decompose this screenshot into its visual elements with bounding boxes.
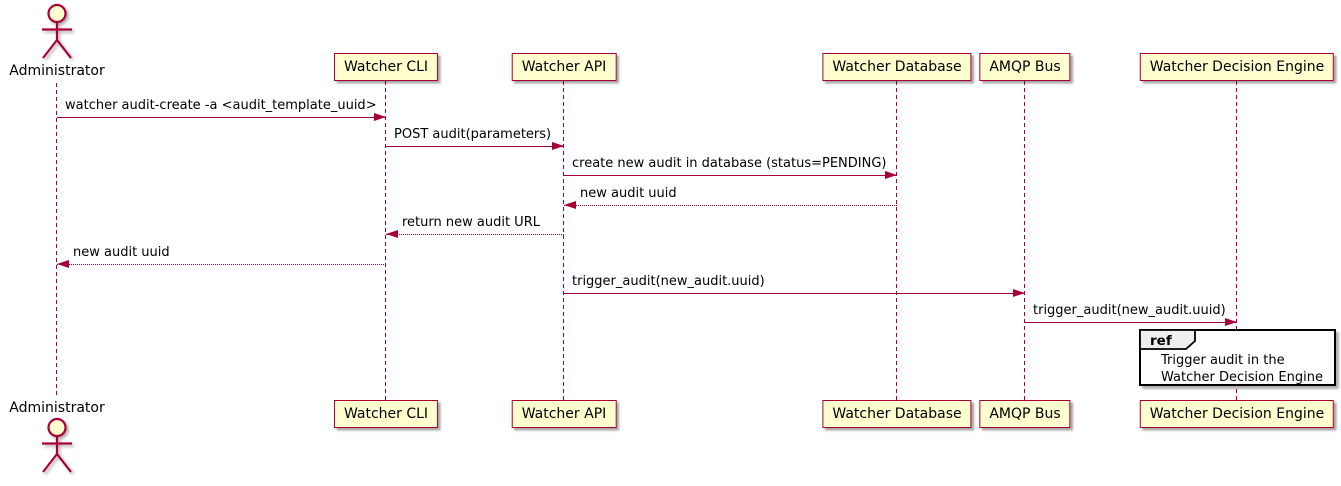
- participant-amqp-bus-top: AMQP Bus: [979, 53, 1071, 81]
- participant-watcher-database-top: Watcher Database: [822, 53, 972, 81]
- lifeline-watcher-api: [563, 81, 564, 400]
- participant-watcher-decision-engine-bottom: Watcher Decision Engine: [1139, 400, 1335, 428]
- arrowhead-2: [552, 142, 564, 150]
- actor-figure-top: [34, 3, 80, 61]
- ref-text-line-1: Trigger audit in the: [1161, 353, 1285, 368]
- message-line-8: [1025, 322, 1237, 323]
- lifeline-watcher-database: [896, 81, 897, 400]
- arrowhead-3: [885, 171, 897, 179]
- ref-tab-icon: ref: [1139, 329, 1196, 350]
- message-label-1: watcher audit-create -a <audit_template_…: [65, 98, 377, 113]
- message-label-8: trigger_audit(new_audit.uuid): [1033, 303, 1226, 318]
- message-line-1: [57, 117, 386, 118]
- message-label-5: return new audit URL: [402, 215, 540, 230]
- actor-figure-bottom: [34, 417, 80, 475]
- lifeline-watcher-cli: [385, 81, 386, 400]
- message-label-6: new audit uuid: [73, 245, 170, 260]
- participant-amqp-bus-bottom: AMQP Bus: [979, 400, 1071, 428]
- message-label-2: POST audit(parameters): [394, 127, 552, 142]
- lifeline-amqp-bus: [1024, 81, 1025, 400]
- participant-watcher-cli-top: Watcher CLI: [333, 53, 439, 81]
- participant-watcher-cli-bottom: Watcher CLI: [333, 400, 439, 428]
- arrowhead-4: [564, 201, 576, 209]
- arrowhead-5: [386, 230, 398, 238]
- message-line-6: [57, 264, 386, 265]
- message-line-7: [564, 293, 1025, 294]
- actor-stick-figure-icon: [42, 3, 72, 59]
- lifeline-administrator: [56, 83, 57, 398]
- lifeline-watcher-decision-engine: [1236, 81, 1237, 400]
- participant-watcher-api-top: Watcher API: [511, 53, 617, 81]
- arrowhead-8: [1225, 318, 1237, 326]
- arrowhead-1: [374, 113, 386, 121]
- message-line-3: [564, 175, 897, 176]
- participant-watcher-database-bottom: Watcher Database: [822, 400, 972, 428]
- message-line-4: [564, 205, 897, 206]
- message-label-4: new audit uuid: [580, 186, 677, 201]
- message-line-5: [386, 234, 564, 235]
- ref-text-line-2: Watcher Decision Engine: [1161, 370, 1323, 385]
- arrowhead-7: [1013, 289, 1025, 297]
- participant-watcher-decision-engine-top: Watcher Decision Engine: [1139, 53, 1335, 81]
- message-label-7: trigger_audit(new_audit.uuid): [572, 274, 765, 289]
- actor-label-top: Administrator: [9, 63, 105, 79]
- participant-watcher-api-bottom: Watcher API: [511, 400, 617, 428]
- arrowhead-6: [57, 260, 69, 268]
- ref-keyword: ref: [1150, 333, 1172, 349]
- message-line-2: [386, 146, 564, 147]
- message-label-3: create new audit in database (status=PEN…: [572, 156, 887, 171]
- actor-stick-figure-icon: [42, 417, 72, 473]
- actor-label-bottom: Administrator: [9, 400, 105, 416]
